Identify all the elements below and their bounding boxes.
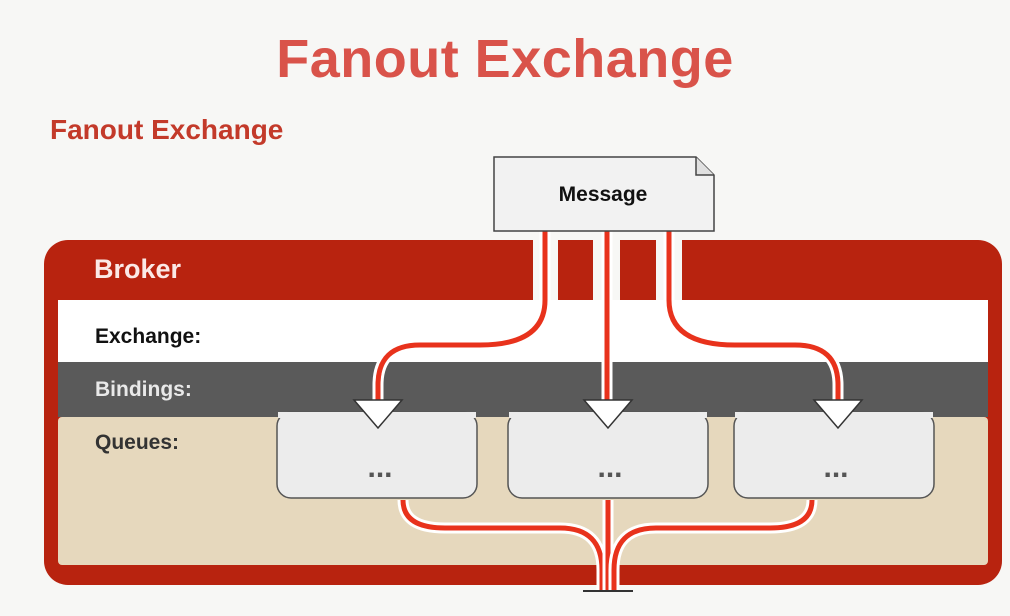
consumer-flow-lines [397, 499, 818, 590]
message-document: Message [493, 156, 715, 232]
queue-content-1: ... [367, 451, 392, 484]
queue-content-3: ... [823, 451, 848, 484]
message-flow-lines [372, 230, 844, 400]
queue-content-2: ... [597, 451, 622, 484]
binding-arrow-3 [812, 399, 864, 430]
bindings-label: Bindings: [95, 378, 192, 401]
binding-arrow-2 [582, 399, 634, 430]
exchange-label: Exchange: [95, 325, 201, 348]
binding-arrow-1 [352, 399, 404, 430]
diagram-title: Fanout Exchange [50, 114, 284, 145]
slide-title: Fanout Exchange [276, 29, 734, 89]
queues-label: Queues: [95, 431, 179, 454]
message-label: Message [559, 183, 648, 206]
broker-label: Broker [94, 254, 182, 284]
